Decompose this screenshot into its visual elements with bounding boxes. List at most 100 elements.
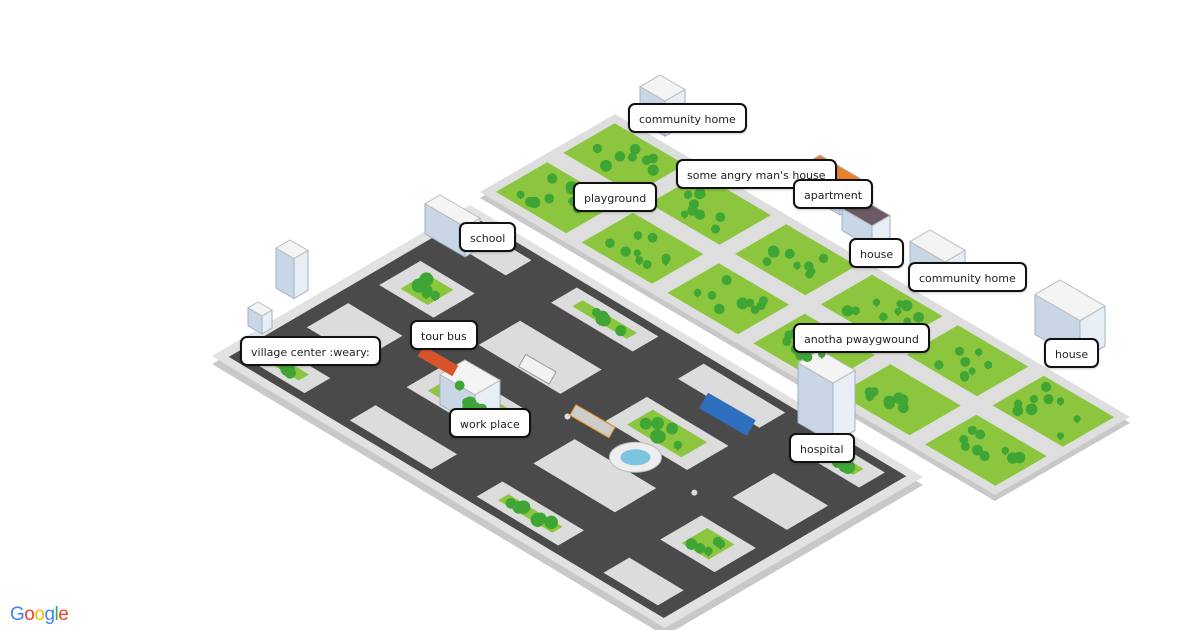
tree: [913, 311, 924, 323]
tree: [615, 325, 627, 337]
tree: [745, 298, 755, 308]
tree: [818, 253, 829, 263]
tree: [413, 280, 426, 293]
tree: [629, 143, 641, 155]
tree: [711, 224, 721, 234]
traffic-marker: [691, 489, 698, 496]
logo-letter: o: [34, 604, 45, 625]
sidewalk-block: [677, 363, 786, 428]
tree: [900, 299, 913, 312]
marker-house[interactable]: house: [849, 238, 905, 268]
marker-hospital[interactable]: hospital: [789, 433, 855, 463]
tree: [592, 143, 603, 154]
marker-playground[interactable]: playground: [573, 182, 658, 212]
tree: [898, 402, 909, 414]
marker-apartment[interactable]: apartment: [793, 179, 874, 209]
tree: [793, 261, 801, 270]
tree: [841, 305, 854, 317]
sidewalk-block: [478, 320, 602, 394]
tree: [967, 425, 977, 435]
tree: [694, 188, 706, 200]
tree: [651, 417, 664, 430]
tree: [1012, 405, 1024, 417]
marker-village-center[interactable]: village center :weary:: [240, 336, 381, 366]
tree: [979, 451, 990, 462]
tree: [870, 388, 879, 396]
tree: [736, 297, 749, 310]
tree: [633, 249, 641, 257]
tree: [894, 307, 902, 315]
tree: [642, 260, 652, 269]
tree: [1013, 399, 1023, 409]
tree: [1056, 397, 1065, 405]
tree: [968, 367, 976, 375]
tree: [512, 501, 525, 514]
tree: [614, 151, 626, 162]
tree: [666, 422, 679, 435]
tree: [627, 152, 637, 162]
tree: [974, 348, 983, 356]
grass-block: [734, 224, 857, 296]
marker-work-place[interactable]: work place: [449, 408, 531, 438]
tree: [750, 305, 760, 315]
tree: [1001, 446, 1009, 455]
tree: [851, 306, 860, 316]
tree: [694, 209, 705, 220]
tree: [975, 429, 986, 440]
tree: [693, 288, 702, 297]
tree: [960, 372, 970, 382]
tree: [960, 442, 970, 451]
tree: [605, 238, 615, 248]
tree: [767, 246, 780, 258]
marker-house-2[interactable]: house: [1044, 338, 1100, 368]
tree: [647, 232, 658, 243]
marker-tour-bus[interactable]: tour bus: [410, 320, 478, 350]
logo-letter: g: [44, 604, 55, 625]
tree: [547, 173, 558, 184]
tree: [641, 155, 652, 165]
tree: [685, 538, 698, 550]
grass-block: [581, 212, 704, 284]
logo-letter: o: [24, 604, 35, 625]
park-block: [681, 528, 735, 560]
tree: [1043, 394, 1054, 405]
tree: [600, 159, 612, 172]
tree: [756, 300, 766, 310]
sidewalk-block: [533, 439, 657, 513]
tree: [762, 257, 772, 267]
tree: [959, 435, 969, 444]
marker-school[interactable]: school: [459, 222, 517, 252]
van-icon: [699, 392, 756, 436]
tree: [635, 256, 644, 265]
tree: [620, 246, 631, 257]
logo-letter: G: [10, 604, 25, 625]
tree: [544, 515, 558, 530]
tree: [782, 336, 792, 346]
google-logo: Google: [10, 604, 69, 626]
tree: [707, 291, 717, 300]
marker-anotha-pwaygwound[interactable]: anotha pwaygwound: [793, 323, 930, 353]
tree: [1029, 394, 1038, 404]
tree: [805, 270, 814, 279]
marker-community-home[interactable]: community home: [628, 103, 747, 133]
tree: [597, 313, 608, 324]
tree: [1056, 432, 1065, 440]
tree: [984, 360, 993, 369]
traffic-marker: [564, 413, 571, 420]
grass-block: [649, 173, 771, 245]
tree: [650, 165, 658, 174]
sidewalk-block: [349, 405, 458, 470]
sidewalk-block: [732, 473, 829, 530]
marker-community-home-2[interactable]: community home: [908, 262, 1027, 292]
tree: [841, 460, 856, 475]
community-home-2-building-roof: [909, 229, 966, 263]
tree: [652, 430, 666, 444]
tree: [525, 196, 536, 207]
tree: [1073, 415, 1081, 423]
grass-block: [495, 162, 618, 234]
tree: [544, 193, 555, 204]
tree: [892, 392, 905, 404]
tree: [955, 346, 965, 356]
truck-icon: [518, 353, 557, 385]
